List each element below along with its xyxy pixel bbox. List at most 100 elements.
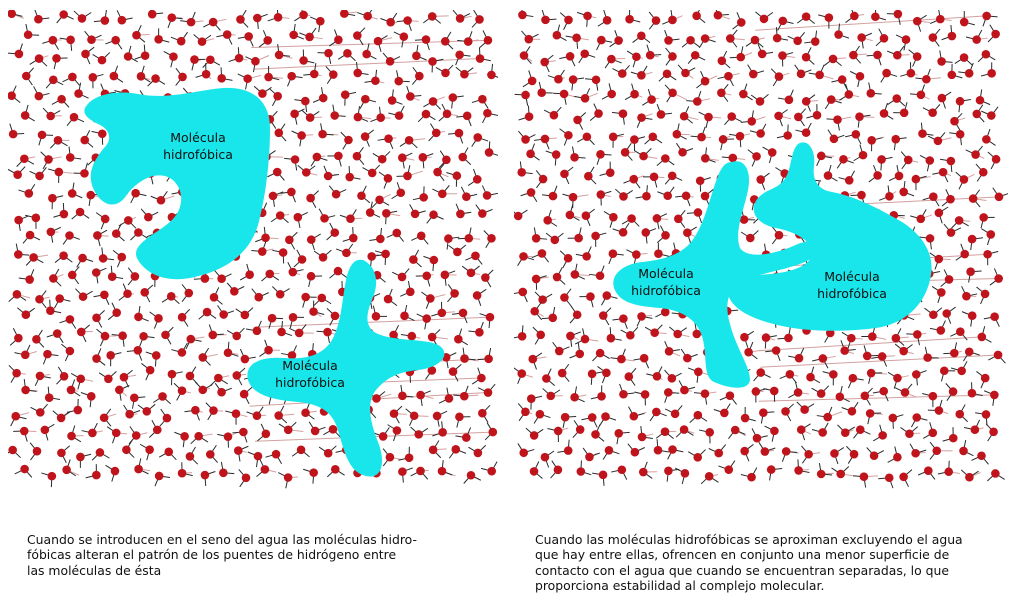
oxygen-atom xyxy=(414,430,423,439)
oxygen-atom xyxy=(241,355,250,364)
oxygen-atom xyxy=(893,453,902,462)
oxygen-atom xyxy=(596,349,605,358)
oxygen-atom xyxy=(519,448,528,457)
oxygen-atom xyxy=(982,410,991,419)
oxygen-atom xyxy=(306,113,315,122)
oxygen-atom xyxy=(674,215,683,224)
oxygen-atom xyxy=(299,11,308,20)
oxygen-atom xyxy=(386,57,395,66)
oxygen-atom xyxy=(438,190,447,199)
oxygen-atom xyxy=(758,50,767,59)
oxygen-atom xyxy=(487,467,496,476)
oxygen-atom xyxy=(694,368,703,377)
oxygen-atom xyxy=(574,234,583,243)
oxygen-atom xyxy=(762,333,771,342)
oxygen-atom xyxy=(485,148,494,157)
oxygen-atom xyxy=(198,386,207,395)
oxygen-atom xyxy=(57,449,66,458)
oxygen-atom xyxy=(444,234,453,243)
oxygen-atom xyxy=(142,407,151,416)
oxygen-atom xyxy=(478,409,487,418)
oxygen-atom xyxy=(242,473,251,482)
oxygen-atom xyxy=(744,348,753,357)
oxygen-atom xyxy=(528,77,537,86)
oxygen-atom xyxy=(378,155,387,164)
oxygen-atom xyxy=(362,50,371,59)
oxygen-atom xyxy=(376,235,385,244)
oxygen-atom xyxy=(948,32,957,41)
oxygen-atom xyxy=(57,95,66,104)
oxygen-atom xyxy=(955,216,964,225)
oxygen-atom xyxy=(681,69,690,78)
oxygen-atom xyxy=(871,12,880,21)
oxygen-atom xyxy=(154,35,163,44)
oxygen-atom xyxy=(464,37,473,46)
oxygen-atom xyxy=(860,472,869,481)
oxygen-atom xyxy=(232,332,241,341)
oxygen-atom xyxy=(253,411,262,420)
oxygen-atom xyxy=(618,69,627,78)
oxygen-atom xyxy=(441,271,450,280)
oxygen-atom xyxy=(873,51,882,60)
oxygen-atom xyxy=(381,250,390,259)
oxygen-atom xyxy=(111,36,120,45)
oxygen-atom xyxy=(261,234,270,243)
oxygen-atom xyxy=(640,354,649,363)
oxygen-atom xyxy=(235,54,244,63)
oxygen-atom xyxy=(957,367,966,376)
oxygen-atom xyxy=(164,448,173,457)
oxygen-atom xyxy=(802,53,811,62)
oxygen-atom xyxy=(141,51,150,60)
oxygen-atom xyxy=(277,328,286,337)
oxygen-atom xyxy=(178,386,187,395)
oxygen-atom xyxy=(783,131,792,140)
oxygen-atom xyxy=(836,392,845,401)
oxygen-atom xyxy=(641,228,650,237)
oxygen-atom xyxy=(885,473,894,482)
oxygen-atom xyxy=(92,354,101,363)
oxygen-atom xyxy=(597,36,606,45)
oxygen-atom xyxy=(554,75,563,84)
oxygen-atom xyxy=(407,332,416,341)
oxygen-atom xyxy=(917,91,926,100)
oxygen-atom xyxy=(201,471,210,480)
oxygen-atom xyxy=(99,254,108,263)
oxygen-atom xyxy=(680,112,689,121)
oxygen-atom xyxy=(92,268,101,277)
oxygen-atom xyxy=(68,189,77,198)
oxygen-atom xyxy=(649,133,658,142)
oxygen-atom xyxy=(140,288,149,297)
oxygen-atom xyxy=(209,331,218,340)
oxygen-atom xyxy=(223,30,232,39)
oxygen-atom xyxy=(180,432,189,441)
oxygen-atom xyxy=(971,425,980,434)
oxygen-atom xyxy=(406,288,415,297)
oxygen-atom xyxy=(546,392,555,401)
oxygen-atom xyxy=(929,392,938,401)
oxygen-atom xyxy=(194,432,203,441)
oxygen-atom xyxy=(310,70,319,79)
oxygen-atom xyxy=(760,15,769,24)
oxygen-atom xyxy=(93,231,102,240)
oxygen-atom xyxy=(581,94,590,103)
oxygen-atom xyxy=(330,111,339,120)
oxygen-atom xyxy=(947,228,956,237)
oxygen-atom xyxy=(217,74,226,83)
oxygen-atom xyxy=(817,389,826,398)
water-molecules xyxy=(514,10,1008,488)
oxygen-atom xyxy=(68,271,77,280)
oxygen-atom xyxy=(558,369,567,378)
oxygen-atom xyxy=(66,347,75,356)
oxygen-atom xyxy=(542,374,551,383)
oxygen-atom xyxy=(134,346,143,355)
oxygen-atom xyxy=(681,469,690,478)
oxygen-atom xyxy=(100,290,109,299)
oxygen-atom xyxy=(829,55,838,64)
oxygen-atom xyxy=(752,387,761,396)
oxygen-atom xyxy=(928,429,937,438)
oxygen-atom xyxy=(388,96,397,105)
water-molecules xyxy=(8,10,498,488)
oxygen-atom xyxy=(519,252,528,261)
oxygen-atom xyxy=(815,71,824,80)
